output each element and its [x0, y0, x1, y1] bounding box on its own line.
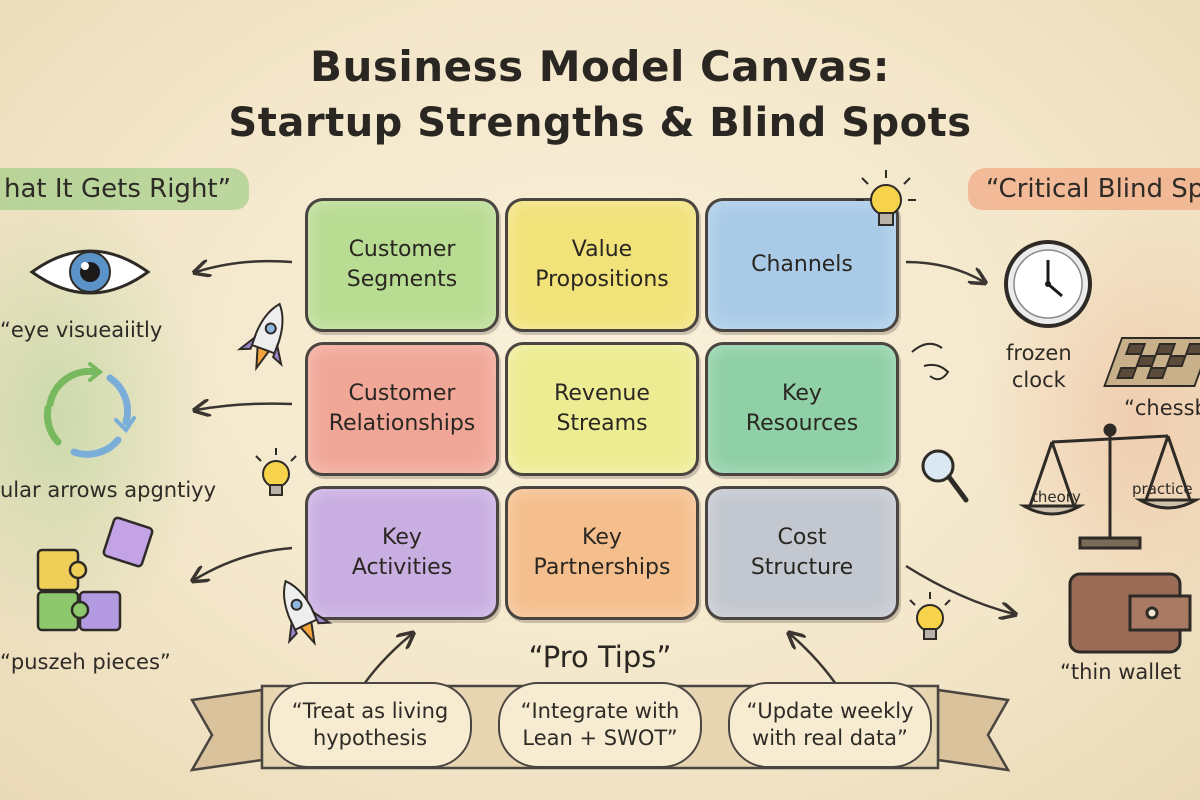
circular-arrows-label: ular arrows apgntiyy: [0, 478, 217, 502]
cell-key-activities: Key Activities: [305, 486, 499, 620]
scale-theory-label: theory: [1032, 488, 1081, 506]
chessboard-icon: [1103, 337, 1200, 387]
eye-label: “eye visueaiitly: [0, 318, 163, 342]
tip-living-hypothesis: “Treat as living hypothesis: [268, 682, 472, 768]
cell-customer-relationships: Customer Relationships: [305, 342, 499, 476]
tip-integrate-lean-swot: “Integrate with Lean + SWOT”: [498, 682, 702, 768]
cell-label: Key Partnerships: [533, 525, 671, 580]
cell-key-resources: Key Resources: [705, 342, 899, 476]
wind-icon: [911, 342, 950, 381]
cell-cost-structure: Cost Structure: [705, 486, 899, 620]
cell-label: Channels: [751, 252, 853, 278]
cell-key-partnerships: Key Partnerships: [505, 486, 699, 620]
cell-label: Value Propositions: [535, 237, 669, 292]
strengths-heading: hat It Gets Right”: [0, 168, 250, 210]
lightbulb-icon: [856, 170, 916, 226]
cell-customer-segments: Customer Segments: [305, 198, 499, 332]
eye-icon: [29, 249, 151, 295]
puzzle-pieces-icon: [36, 516, 154, 632]
clock-icon: [1004, 240, 1092, 328]
arrow-to-circular-arrows: [196, 404, 293, 410]
arrow-to-eye: [196, 261, 293, 272]
cell-channels: Channels: [705, 198, 899, 332]
rocket-icon: [282, 579, 333, 646]
pro-tips-heading: “Pro Tips”: [528, 640, 672, 674]
arrow-to-clock: [905, 260, 984, 282]
puzzle-label: “puszeh pieces”: [0, 650, 171, 674]
title-line-1: Business Model Canvas:: [309, 42, 891, 91]
cell-label: Customer Segments: [346, 237, 458, 292]
cell-label: Cost Structure: [750, 525, 854, 580]
blind-spots-heading: “Critical Blind Spo: [968, 168, 1200, 210]
cell-label: Revenue Streams: [554, 381, 650, 436]
cell-revenue-streams: Revenue Streams: [505, 342, 699, 476]
cell-label: Customer Relationships: [328, 381, 476, 436]
title-line-2: Startup Strengths & Blind Spots: [228, 100, 972, 146]
chessboard-label: “chessb: [1124, 396, 1200, 420]
scale-practice-label: practice: [1132, 480, 1193, 498]
scale-icon: [1018, 423, 1200, 550]
rocket-icon: [236, 302, 284, 372]
arrow-to-wallet: [905, 564, 1014, 614]
wallet-label: “thin wallet: [1060, 660, 1182, 684]
cell-label: Key Activities: [351, 525, 453, 580]
circular-arrows-icon: [43, 362, 136, 458]
arrow-to-puzzle: [194, 546, 293, 580]
lightbulb-icon: [909, 592, 951, 640]
tip-update-weekly: “Update weekly with real data”: [728, 682, 932, 768]
clock-label: frozen clock: [1006, 341, 1072, 393]
cell-label: Key Resources: [745, 381, 859, 436]
cell-value-propositions: Value Propositions: [505, 198, 699, 332]
lightbulb-icon: [255, 448, 297, 496]
magnifier-icon: [921, 449, 969, 503]
wallet-icon: [1068, 572, 1192, 654]
